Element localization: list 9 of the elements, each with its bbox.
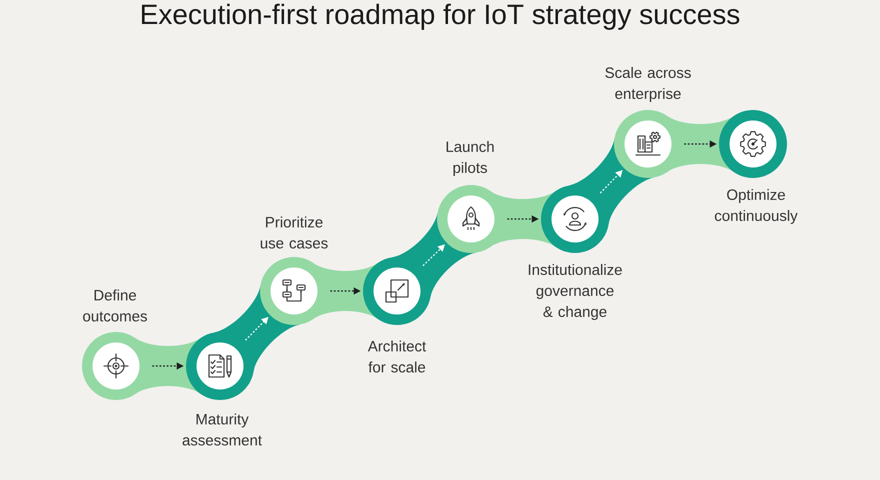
step-label: Launch pilots <box>446 141 494 176</box>
title: Execution-first roadmap for IoT strategy success <box>142 4 740 30</box>
step-label: Architect for scale <box>368 340 426 373</box>
step-label: Optimize continuously <box>714 189 798 224</box>
step-label: Scale across enterprise <box>605 67 691 102</box>
step-label: Maturity assessment <box>182 414 262 446</box>
step-label: Institutionalize governance & change <box>528 264 622 320</box>
step-label: Prioritize use cases <box>260 216 328 249</box>
step-label: Define outcomes <box>83 290 147 322</box>
